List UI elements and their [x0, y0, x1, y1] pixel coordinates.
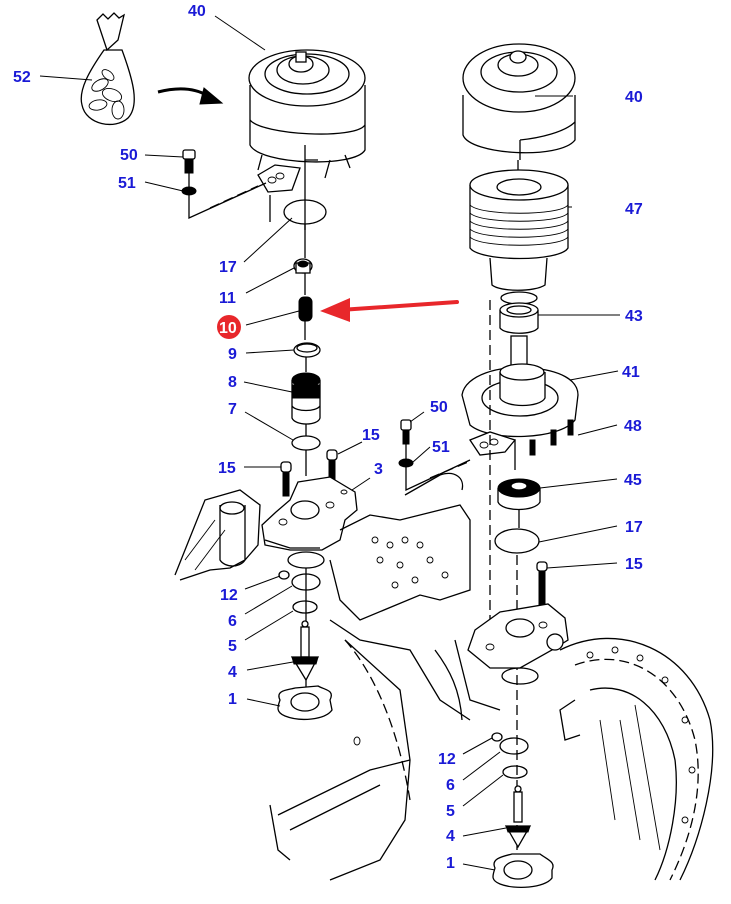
callout-51[interactable]: 51 [118, 175, 136, 192]
callout-1[interactable]: 1 [446, 855, 455, 872]
callout-45[interactable]: 45 [624, 472, 642, 489]
svg-text:10: 10 [219, 320, 237, 337]
callout-40[interactable]: 40 [625, 89, 643, 106]
assembly-arrow-icon [157, 87, 224, 105]
callout-15[interactable]: 15 [218, 460, 236, 477]
filter-element-illustration [469, 169, 569, 291]
callout-51[interactable]: 51 [432, 439, 450, 456]
valve-housing-illustration [261, 476, 358, 569]
filter-cover-assembled-illustration [248, 49, 366, 230]
left-lower-stack-illustration [277, 568, 333, 721]
callout-4[interactable]: 4 [228, 664, 237, 681]
callout-50[interactable]: 50 [120, 147, 138, 164]
callout-40[interactable]: 40 [188, 3, 206, 20]
transmission-chassis-illustration [174, 472, 714, 881]
callout-5[interactable]: 5 [446, 803, 455, 820]
callout-12[interactable]: 12 [220, 587, 238, 604]
callout-50[interactable]: 50 [430, 399, 448, 416]
bolt-illustration [181, 149, 267, 220]
callout-9[interactable]: 9 [228, 346, 237, 363]
callout-17[interactable]: 17 [625, 519, 643, 536]
highlight-arrow-icon [320, 298, 459, 322]
callout-47[interactable]: 47 [625, 201, 643, 218]
callout-10-highlighted[interactable]: 10 [217, 315, 241, 339]
callout-3[interactable]: 3 [374, 461, 383, 478]
bolt-mid-illustration [398, 419, 471, 492]
valve-45-illustration [494, 478, 548, 608]
callout-1[interactable]: 1 [228, 691, 237, 708]
filter-cover-illustration [462, 43, 576, 180]
callout-4[interactable]: 4 [446, 828, 455, 845]
callout-7[interactable]: 7 [228, 401, 237, 418]
callouts: 52 40 40 50 51 47 17 11 10 43 9 41 8 7 5… [13, 3, 643, 872]
callout-48[interactable]: 48 [624, 418, 642, 435]
callout-52[interactable]: 52 [13, 69, 31, 86]
left-stack-illustration [283, 199, 327, 476]
callout-11[interactable]: 11 [219, 290, 236, 307]
callout-8[interactable]: 8 [228, 374, 237, 391]
callout-5[interactable]: 5 [228, 638, 237, 655]
callout-6[interactable]: 6 [446, 777, 455, 794]
callout-41[interactable]: 41 [622, 364, 640, 381]
callout-43[interactable]: 43 [625, 308, 643, 325]
right-lower-stack-illustration [491, 732, 554, 889]
fastener-bag-illustration [80, 12, 135, 126]
bushing-illustration [499, 291, 539, 373]
callout-15[interactable]: 15 [362, 427, 380, 444]
callout-12[interactable]: 12 [438, 751, 456, 768]
callout-15[interactable]: 15 [625, 556, 643, 573]
filter-housing-illustration [461, 363, 579, 470]
leader-lines [39, 15, 620, 871]
callout-6[interactable]: 6 [228, 613, 237, 630]
callout-17[interactable]: 17 [219, 259, 237, 276]
